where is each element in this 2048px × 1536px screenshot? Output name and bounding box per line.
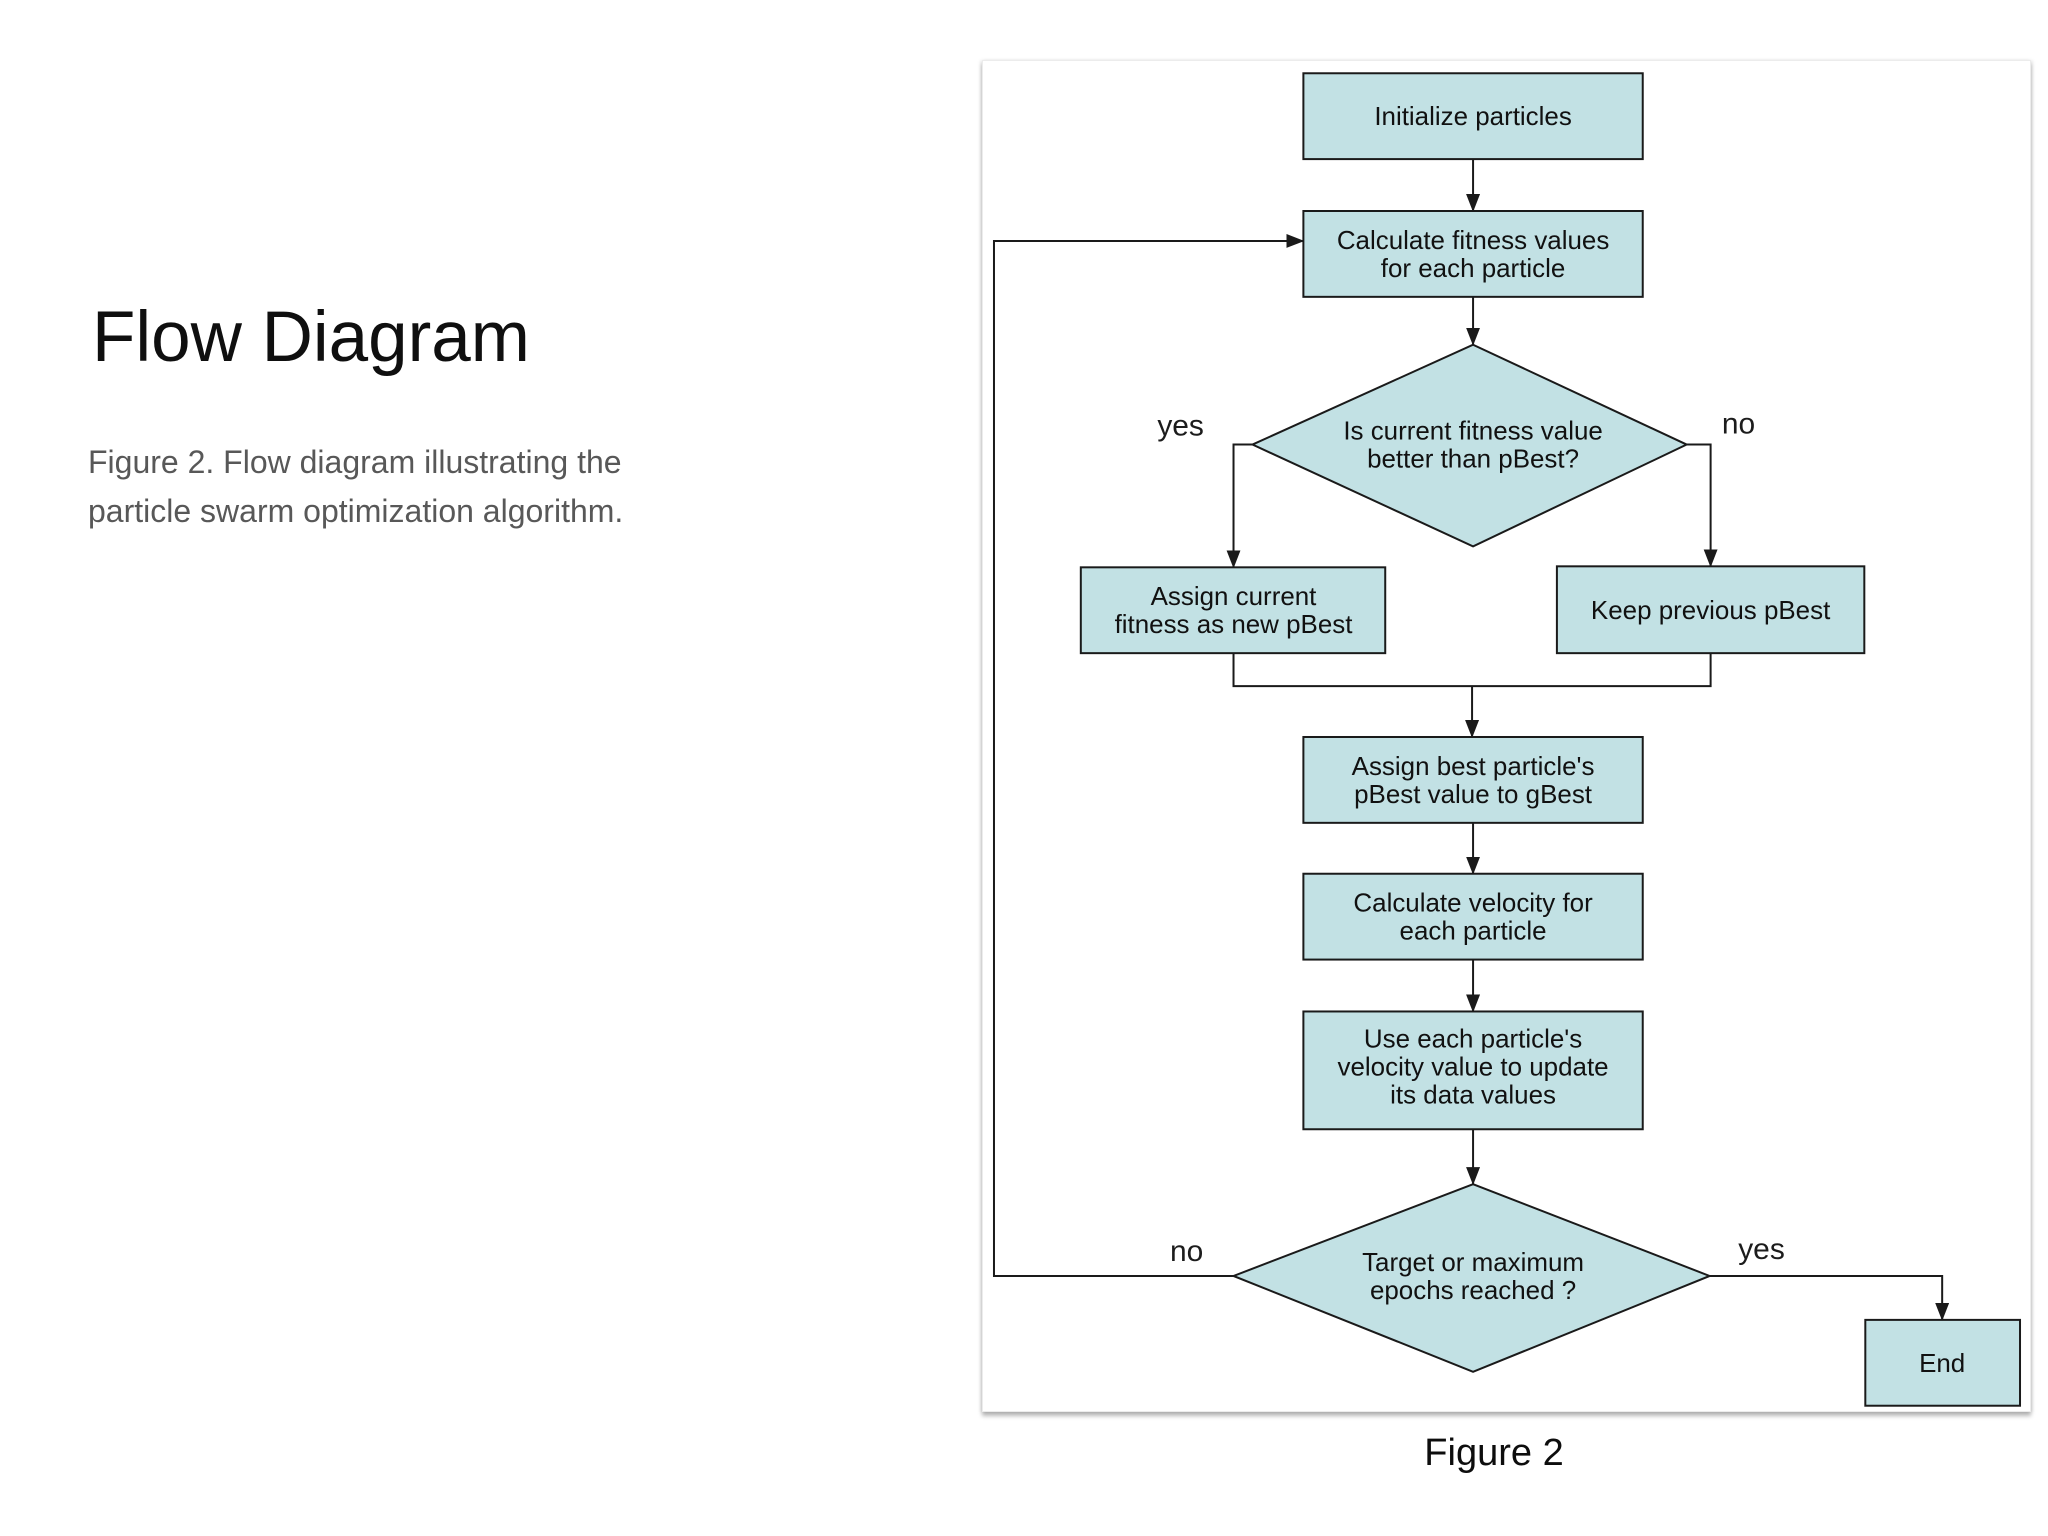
decision-fitness-line2: better than pBest? (1367, 446, 1579, 474)
figure-caption-line1: Figure 2. Flow diagram illustrating the (88, 444, 622, 480)
label-epoch-yes: yes (1738, 1233, 1785, 1266)
figure-caption-text: Figure 2. Flow diagram illustrating the … (88, 438, 688, 536)
node-calculate-velocity (1302, 872, 1644, 961)
node-assign-gbest-line1: Assign best particle's (1352, 753, 1595, 781)
label-epoch-no: no (1170, 1235, 1203, 1268)
decision-fitness-better-than-pbest (1250, 343, 1689, 548)
edge-decision-yes (1226, 443, 1253, 569)
decision-epochs-line2: epochs reached ? (1370, 1277, 1576, 1305)
flow-diagram-figure: Initialize particles Calculate fitness v… (982, 60, 2031, 1412)
edge-epoch-yes-to-end (1709, 1274, 1950, 1321)
node-assign-gbest-line2: pBest value to gBest (1354, 781, 1593, 809)
node-assign-current-fitness (1079, 566, 1387, 655)
node-assign-gbest (1302, 735, 1644, 824)
node-calculate-velocity-line2: each particle (1400, 918, 1547, 946)
node-end-label: End (1919, 1350, 1965, 1378)
decision-epochs-line1: Target or maximum (1362, 1249, 1584, 1277)
node-initialize-particles (1302, 72, 1644, 161)
figure-caption-line2: particle swarm optimization algorithm. (88, 493, 624, 529)
node-calculate-fitness-line2: for each particle (1381, 255, 1566, 283)
node-update-data-line2: velocity value to update (1338, 1053, 1609, 1081)
edge-merge (1232, 653, 1712, 688)
decision-epochs-reached (1230, 1183, 1713, 1373)
edge-epoch-no-loop (992, 233, 1305, 1277)
node-calculate-fitness-line1: Calculate fitness values (1337, 227, 1610, 255)
edge-decision-no (1686, 443, 1718, 568)
node-calculate-velocity-line1: Calculate velocity for (1353, 890, 1593, 918)
figure-label: Figure 2 (1424, 1432, 1564, 1474)
node-assign-current-line1: Assign current (1151, 583, 1318, 611)
node-assign-current-line2: fitness as new pBest (1115, 611, 1354, 639)
page-title: Flow Diagram (92, 298, 530, 377)
node-update-data-values (1302, 1010, 1644, 1131)
decision-fitness-line1: Is current fitness value (1343, 418, 1603, 446)
flowchart-svg: Initialize particles Calculate fitness v… (992, 72, 2022, 1407)
node-update-data-line1: Use each particle's (1364, 1025, 1582, 1053)
node-end (1864, 1318, 2022, 1407)
node-keep-previous-pbest (1555, 565, 1866, 655)
node-keep-previous-label: Keep previous pBest (1591, 597, 1831, 625)
node-initialize-particles-label: Initialize particles (1374, 103, 1572, 131)
label-fitness-yes: yes (1157, 410, 1204, 443)
node-calculate-fitness (1302, 210, 1644, 298)
label-fitness-no: no (1722, 408, 1755, 441)
node-update-data-line3: its data values (1390, 1081, 1556, 1109)
